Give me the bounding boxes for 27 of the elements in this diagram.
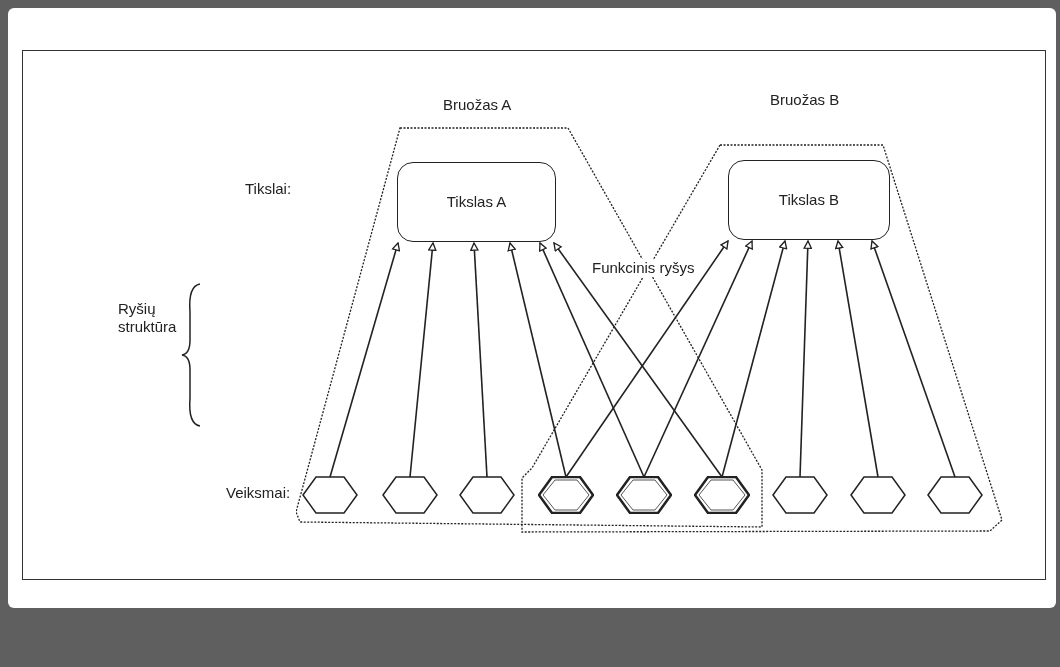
arrow <box>538 242 645 478</box>
hexagon-shape <box>927 476 983 514</box>
arrow <box>799 240 813 478</box>
hexagon-shape <box>459 476 515 514</box>
arrow <box>835 240 879 478</box>
arrow <box>643 240 753 478</box>
text-label: Ryšių struktūra <box>118 300 178 336</box>
arrow <box>329 242 401 478</box>
text-label: Veiksmai: <box>226 484 291 502</box>
text-label: Funkcinis ryšys <box>590 259 697 277</box>
hexagon-shape <box>616 476 672 514</box>
hexagon-shape <box>302 476 358 514</box>
feature-heading: Bruožas B <box>770 90 840 110</box>
hexagon-shape <box>538 476 594 514</box>
hexagon-shape <box>694 476 750 514</box>
goal-box: Tikslas B <box>728 160 890 240</box>
hexagon-shape <box>382 476 438 514</box>
arrow <box>721 240 788 478</box>
text-label: Tikslai: <box>245 180 292 198</box>
arrow <box>507 242 567 478</box>
arrow <box>870 240 956 478</box>
feature-heading: Bruožas A <box>443 95 512 115</box>
arrow <box>470 242 488 478</box>
arrow <box>409 242 437 478</box>
hexagon-shape <box>850 476 906 514</box>
goal-box: Tikslas A <box>397 162 556 242</box>
hexagon-shape <box>772 476 828 514</box>
